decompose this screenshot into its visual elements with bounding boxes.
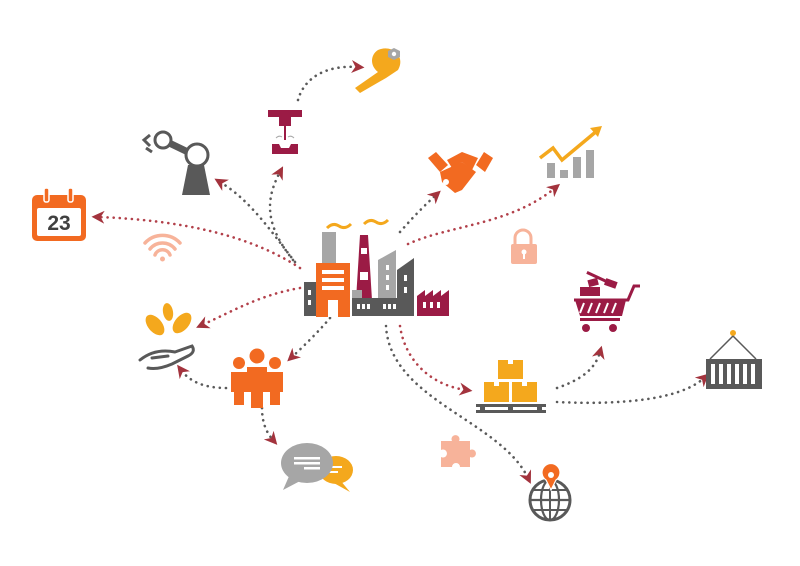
shipping-container-icon bbox=[706, 330, 762, 389]
shopping-cart-icon bbox=[574, 271, 640, 332]
globe-location-icon bbox=[528, 462, 572, 522]
puzzle-piece-icon bbox=[441, 435, 476, 467]
handshake-icon bbox=[428, 152, 493, 193]
wifi-icon bbox=[143, 233, 182, 262]
industrial-press-icon bbox=[268, 110, 302, 154]
calendar-icon: 23 bbox=[32, 187, 86, 241]
boxes-on-pallet-icon bbox=[476, 360, 546, 413]
calendar-date: 23 bbox=[47, 212, 70, 235]
people-group-icon bbox=[231, 348, 283, 408]
wrench-icon bbox=[355, 48, 401, 93]
factory-icon bbox=[304, 218, 449, 317]
growth-chart-icon bbox=[538, 126, 602, 178]
lock-icon bbox=[511, 228, 537, 264]
robot-arm-icon bbox=[141, 130, 210, 195]
connector-lines bbox=[91, 60, 709, 484]
plant-in-hand-icon bbox=[138, 303, 195, 370]
chat-bubbles-icon bbox=[281, 443, 353, 492]
